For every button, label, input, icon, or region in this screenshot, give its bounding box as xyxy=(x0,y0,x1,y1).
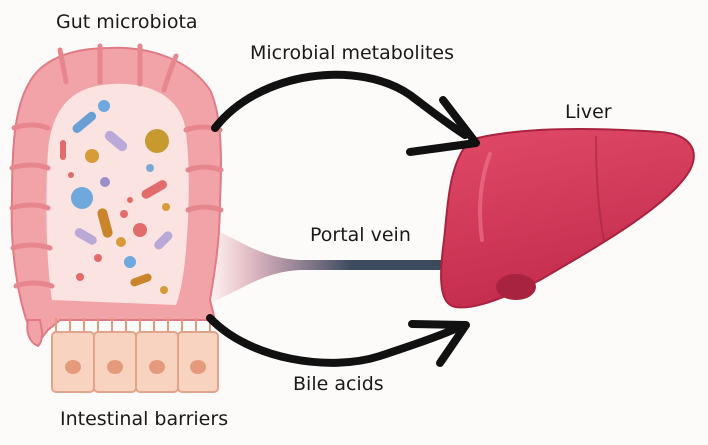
portal-vein xyxy=(205,225,450,305)
arrow-microbial-metabolites xyxy=(211,70,480,156)
arrow-bile-acids xyxy=(206,314,470,367)
bacteria xyxy=(60,100,173,294)
label-liver: Liver xyxy=(565,101,612,123)
label-microbial-metabolites: Microbial metabolites xyxy=(250,42,455,64)
label-bile-acids: Bile acids xyxy=(293,373,384,395)
label-intestinal-barriers: Intestinal barriers xyxy=(60,408,229,430)
label-gut-microbiota: Gut microbiota xyxy=(56,11,198,33)
intestinal-barrier-cells xyxy=(51,318,219,393)
liver xyxy=(440,128,695,309)
gut-colon xyxy=(9,43,224,348)
label-portal-vein: Portal vein xyxy=(310,224,411,246)
